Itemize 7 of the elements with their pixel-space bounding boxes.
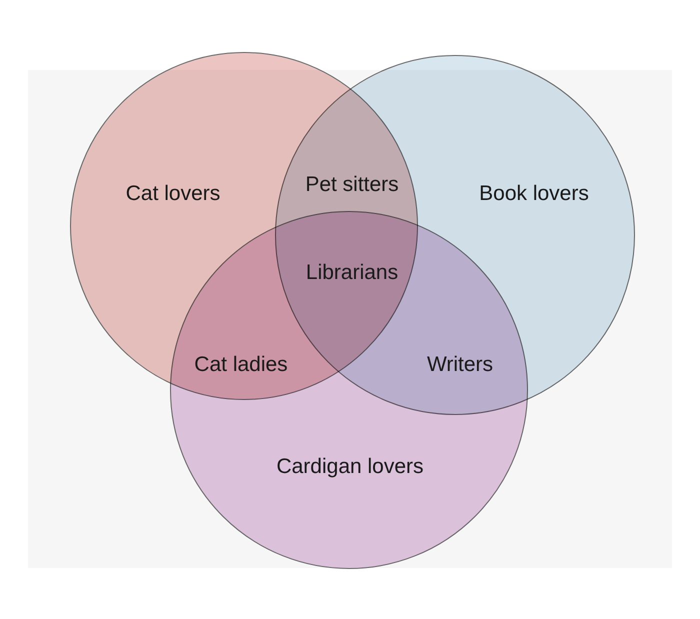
overlap-label: Pet sitters [305,173,399,197]
overlap-label: Cat ladies [194,353,288,377]
set-label: Cardigan lovers [276,455,424,479]
overlap-label: Writers [426,353,494,377]
overlap-label: Librarians [306,261,398,285]
set-label: Book lovers [479,182,589,206]
set-label: Cat lovers [126,182,220,206]
